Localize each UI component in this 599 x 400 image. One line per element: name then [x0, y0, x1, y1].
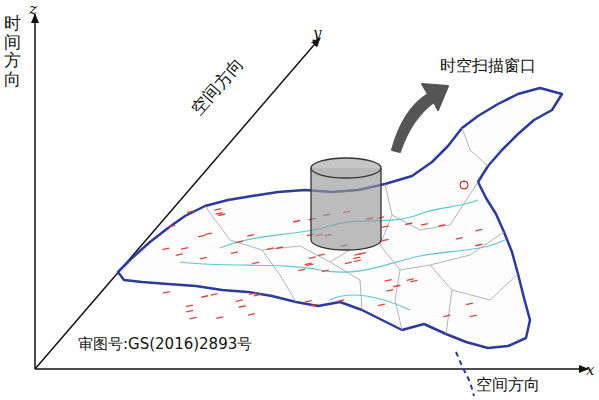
red-dash [305, 301, 312, 303]
red-dash [176, 254, 183, 256]
red-dash [353, 257, 360, 259]
red-dash [162, 248, 169, 250]
axis-title: 空间方向 [476, 376, 540, 394]
red-dash [214, 209, 221, 211]
red-dash [163, 292, 170, 294]
map-approval-number: 审图号:GS(2016)2893号 [78, 336, 252, 353]
axis-letter: y [313, 25, 321, 42]
red-dash [181, 248, 188, 250]
red-dash [407, 279, 414, 281]
red-dash [216, 213, 223, 215]
red-dash [354, 260, 361, 262]
z-axis [34, 14, 36, 369]
red-dash [187, 211, 194, 213]
red-dash [438, 225, 445, 227]
red-dash [201, 296, 208, 298]
red-dash [382, 226, 389, 228]
red-dash [318, 254, 325, 256]
red-dash [337, 300, 344, 302]
red-dash [378, 304, 385, 306]
red-dash [239, 306, 246, 308]
red-dash [359, 253, 366, 255]
red-dash [247, 235, 254, 237]
province-lines [205, 128, 518, 334]
red-dash [466, 303, 473, 305]
red-dash [309, 257, 316, 259]
red-dash [470, 315, 477, 317]
scan-arrow [392, 84, 448, 152]
red-dash [168, 225, 175, 227]
capital-marker [460, 181, 468, 189]
red-dash [200, 257, 207, 259]
red-dash [405, 223, 412, 225]
red-dash [421, 224, 428, 226]
red-dash [267, 248, 274, 250]
red-dash [249, 293, 256, 295]
red-dash [393, 285, 400, 287]
red-dash [252, 262, 259, 264]
red-dash [410, 280, 417, 282]
red-dash [298, 269, 305, 271]
red-dash [322, 270, 329, 272]
red-dash [186, 305, 193, 307]
red-dash [216, 317, 223, 319]
red-dash [186, 310, 193, 312]
red-dash [386, 290, 393, 292]
red-dash [236, 241, 243, 243]
south-sea-boundary [456, 352, 474, 396]
red-dash [254, 294, 261, 296]
red-dash [198, 235, 205, 237]
red-dash [211, 294, 218, 296]
scan-window-cylinder [311, 158, 381, 250]
axis-title: 空间方向 [188, 55, 247, 119]
red-dash [345, 262, 352, 264]
red-dash [311, 304, 318, 306]
red-dash [276, 247, 283, 249]
red-dash [236, 300, 243, 302]
red-dash [475, 229, 482, 231]
red-dash [456, 238, 463, 240]
red-dash [248, 314, 255, 316]
red-dash [443, 315, 450, 317]
red-dash [385, 280, 392, 282]
red-dash [475, 244, 482, 246]
red-dash [205, 233, 212, 235]
china-map-outline [118, 88, 562, 348]
red-dash [382, 239, 389, 241]
red-dash [190, 317, 197, 319]
red-dash [218, 214, 225, 216]
red-dash [231, 252, 238, 254]
window-label: 时空扫描窗口 [440, 57, 536, 75]
x-axis [35, 368, 588, 370]
axis-letter: z [29, 1, 37, 18]
axis-title: 时间方向 [4, 14, 21, 89]
axis-letter: x [586, 362, 594, 379]
red-dash [305, 263, 312, 265]
red-dash [293, 220, 300, 222]
